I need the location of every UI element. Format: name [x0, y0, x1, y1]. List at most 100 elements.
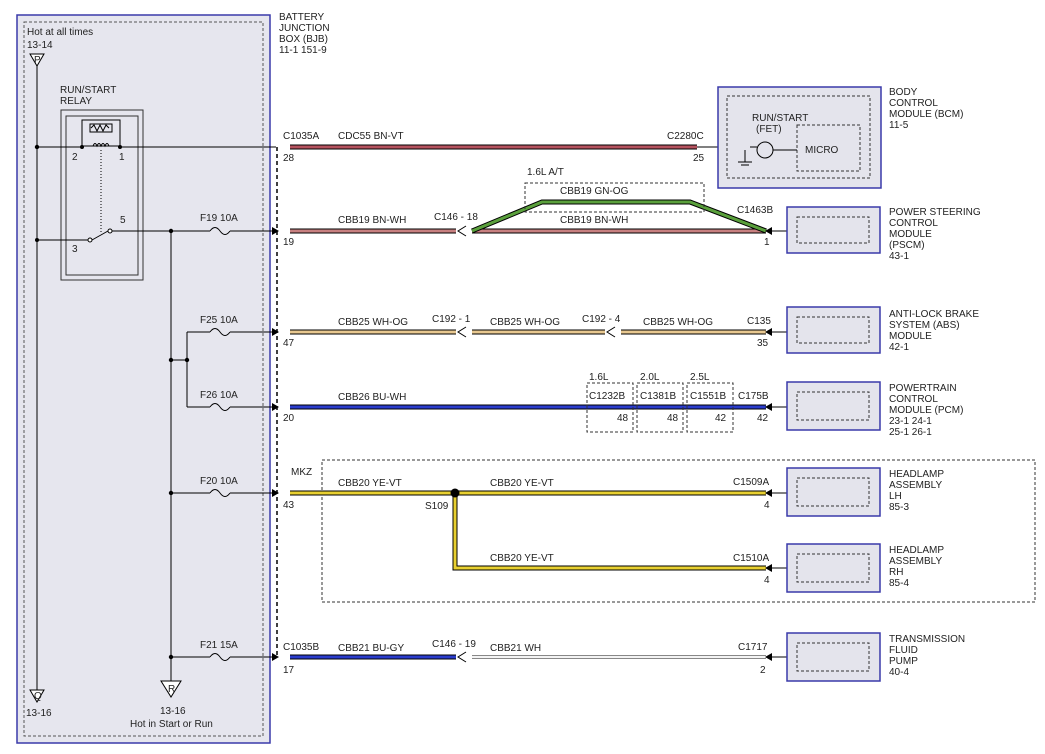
c5-pin-left: 43 — [283, 500, 295, 511]
pcm-label-2: CONTROL — [889, 394, 938, 405]
pcm-label-5: 25-1 26-1 — [889, 427, 932, 438]
c4-opt2-conn: C1381B — [640, 391, 676, 402]
pscm-module — [786, 206, 881, 254]
pscm-label-5: 43-1 — [889, 251, 909, 262]
pscm-label-4: (PSCM) — [889, 240, 925, 251]
hrh-label-4: 85-4 — [889, 578, 909, 589]
pcm-module — [786, 381, 881, 431]
c2-wire-label-left: CBB19 BN-WH — [338, 215, 406, 226]
bjb-title-1: BATTERY — [279, 12, 325, 23]
pcm-label-3: MODULE (PCM) — [889, 405, 963, 416]
c5-mkz-label: MKZ — [291, 467, 312, 478]
relay-pin-3: 3 — [72, 244, 78, 255]
fuse-f21-label: F21 15A — [200, 640, 238, 651]
c1-conn-right: C2280C — [667, 131, 704, 142]
tfp-label-1: TRANSMISSION — [889, 634, 965, 645]
c3-wire-label-2: CBB25 WH-OG — [490, 317, 560, 328]
relay-pin-5: 5 — [120, 215, 126, 226]
fuse-f26 — [209, 403, 279, 411]
bcm-module — [717, 86, 882, 189]
c4-opt1-pin: 48 — [617, 413, 629, 424]
bcm-micro: MICRO — [805, 145, 839, 156]
relay-pin-2: 2 — [72, 152, 78, 163]
tfp-label-3: PUMP — [889, 656, 918, 667]
bcm-fet-2: (FET) — [756, 124, 782, 135]
c1-wire-label: CDC55 BN-VT — [338, 131, 404, 142]
relay-title-2: RELAY — [60, 96, 92, 107]
tfp-label-2: FLUID — [889, 645, 918, 656]
hlh-label-3: LH — [889, 491, 902, 502]
tfp-label-4: 40-4 — [889, 667, 909, 678]
c5-wire-label-left: CBB20 YE-VT — [338, 478, 402, 489]
c3-pin-right: 35 — [757, 338, 769, 349]
hrh-label-1: HEADLAMP — [889, 545, 944, 556]
abs-label-4: 42-1 — [889, 342, 909, 353]
hrh-label-3: RH — [889, 567, 903, 578]
c4-opt3-name: 2.5L — [690, 372, 710, 383]
c7-wire-label-right: CBB21 WH — [490, 643, 541, 654]
wire-cbb21 — [290, 651, 797, 663]
c4-opt2-name: 2.0L — [640, 372, 660, 383]
tag-r: R — [168, 684, 175, 695]
c4-opt3-pin: 42 — [715, 413, 727, 424]
fuse-f19 — [171, 227, 279, 235]
c3-conn-right: C135 — [747, 316, 771, 327]
bjb-title-3: BOX (BJB) — [279, 34, 328, 45]
fuse-f26-label: F26 10A — [200, 390, 238, 401]
c3-splice-2: C192 - 4 — [582, 314, 621, 325]
c2-pin-left: 19 — [283, 237, 295, 248]
tag-p: P — [34, 55, 41, 66]
c7-conn-right: C1717 — [738, 642, 768, 653]
run-start-relay — [35, 109, 174, 281]
tfp-module — [786, 632, 881, 682]
pcm-label-1: POWERTRAIN — [889, 383, 957, 394]
c5-wire-label-right: CBB20 YE-VT — [490, 478, 554, 489]
bcm-title-2: CONTROL — [889, 98, 938, 109]
c7-pin-left: 17 — [283, 665, 295, 676]
bjb-title-2: JUNCTION — [279, 23, 330, 34]
f25-f26-branch — [168, 331, 210, 408]
hot-in-start-or-run-label: Hot in Start or Run — [130, 719, 213, 730]
wire-cbb20 — [290, 488, 797, 572]
c2-pin-right: 1 — [764, 237, 770, 248]
hot-bus — [29, 53, 45, 703]
fuse-f19-label: F19 10A — [200, 213, 238, 224]
c5-pin-right: 4 — [764, 500, 770, 511]
pcm-label-4: 23-1 24-1 — [889, 416, 932, 427]
c1-pin-right: 25 — [693, 153, 705, 164]
c4-conn-right: C175B — [738, 391, 769, 402]
fuse-f20-label: F20 10A — [200, 476, 238, 487]
relay-pin-1: 1 — [119, 152, 125, 163]
pscm-label-2: CONTROL — [889, 218, 938, 229]
c3-wire-label-3: CBB25 WH-OG — [643, 317, 713, 328]
abs-label-2: SYSTEM (ABS) — [889, 320, 960, 331]
c3-wire-label-1: CBB25 WH-OG — [338, 317, 408, 328]
fuse-f20 — [168, 489, 279, 497]
c7-splice: C146 - 19 — [432, 639, 476, 650]
bjb-ref-top: 13-14 — [27, 40, 53, 51]
headlamp-lh-module — [786, 467, 881, 517]
bjb-ref-bottom-right: 13-16 — [160, 706, 186, 717]
c1-conn-left: C1035A — [283, 131, 319, 142]
coil-feed — [34, 144, 276, 150]
hlh-label-4: 85-3 — [889, 502, 909, 513]
c4-pin-left: 20 — [283, 413, 295, 424]
pscm-label-1: POWER STEERING — [889, 207, 981, 218]
headlamp-rh-module — [786, 543, 881, 593]
bjb-refs: 11-1 151-9 — [279, 45, 327, 56]
bcm-title-3: MODULE (BCM) — [889, 109, 963, 120]
bcm-title-4: 11-5 — [889, 120, 909, 131]
mkz-region — [321, 459, 1036, 603]
abs-label-1: ANTI-LOCK BRAKE — [889, 309, 979, 320]
tag-q: Q — [34, 691, 42, 702]
bcm-fet-1: RUN/START — [752, 113, 808, 124]
c4-opt1-name: 1.6L — [589, 372, 609, 383]
c3-splice-1: C192 - 1 — [432, 314, 471, 325]
c7-conn-left: C1035B — [283, 642, 319, 653]
fuse-f25 — [209, 328, 279, 336]
c4-opt1-conn: C1232B — [589, 391, 625, 402]
fuse-f25-label: F25 10A — [200, 315, 238, 326]
abs-label-3: MODULE — [889, 331, 932, 342]
c6-pin-right: 4 — [764, 575, 770, 586]
hrh-label-2: ASSEMBLY — [889, 556, 942, 567]
